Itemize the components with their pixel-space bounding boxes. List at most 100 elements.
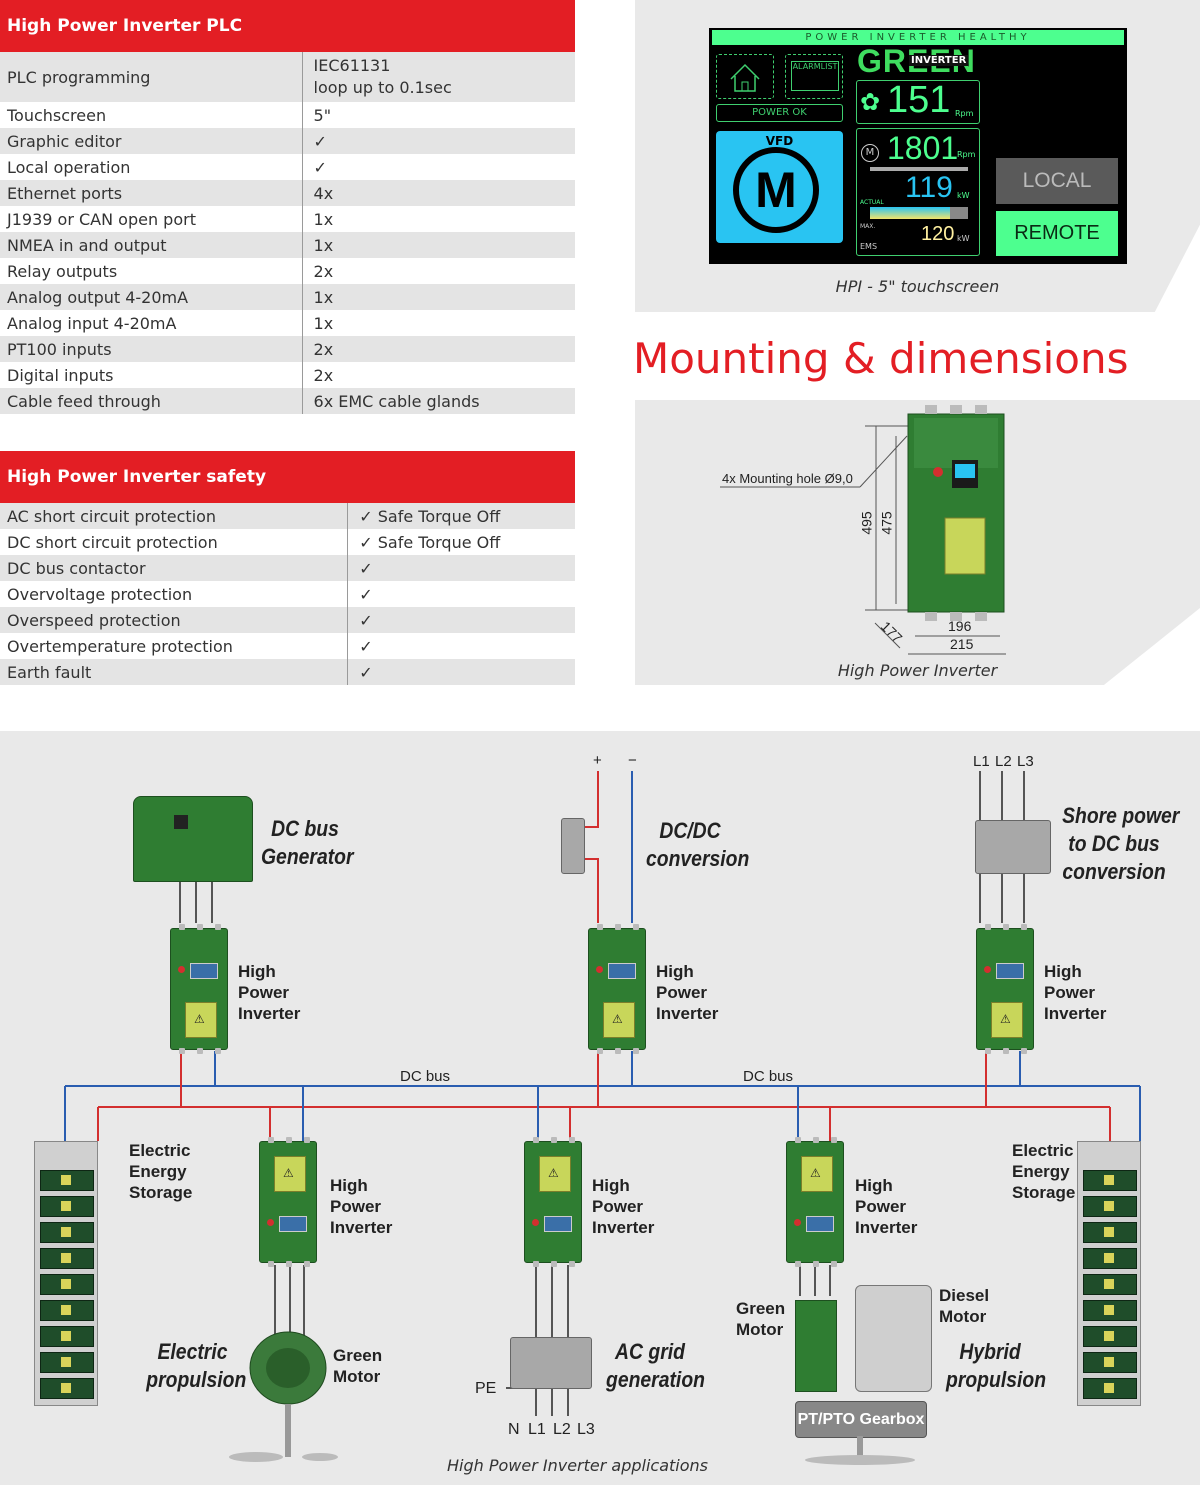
- dim-width-holes: 196: [948, 618, 972, 634]
- plc-row-label: J1939 or CAN open port: [0, 206, 303, 232]
- safety-row-label: AC short circuit protection: [0, 503, 348, 529]
- plc-row-value: 1x: [301, 232, 575, 258]
- actual-kw-value: 119: [905, 171, 953, 204]
- dim-height-holes: 475: [878, 511, 895, 535]
- remote-button[interactable]: REMOTE: [996, 211, 1118, 256]
- safety-row-label: DC bus contactor: [0, 555, 348, 581]
- power-bar: [870, 207, 968, 219]
- dcdc-plus-in: [580, 771, 599, 828]
- mounting-drawing: [720, 405, 1006, 655]
- ees-right-label: Electric Energy Storage: [1012, 1141, 1076, 1202]
- plc-row-label: Local operation: [0, 154, 303, 180]
- motor-rpm-value: 1801: [887, 130, 959, 166]
- inverter-hybrid: [786, 1137, 844, 1267]
- plc-row-label: Graphic editor: [0, 128, 303, 154]
- fan-rpm-value: 151: [887, 79, 951, 121]
- alarmlist-button[interactable]: ALARMLIST: [785, 54, 843, 99]
- motor-symbol-icon: M: [733, 147, 819, 233]
- home-icon: [730, 63, 760, 92]
- ac-grid-transformer-icon: [510, 1337, 592, 1389]
- ac-grid-title: AC grid generation: [606, 1339, 705, 1392]
- hybrid-green-motor-image: [795, 1300, 837, 1392]
- hole-leader-diag: [859, 435, 908, 488]
- plc-row-value: 5": [301, 102, 575, 128]
- plc-section-title: High Power Inverter PLC: [0, 0, 575, 52]
- fan-rpm-unit: Rpm: [955, 109, 974, 118]
- grid-l3-label: L3: [577, 1421, 595, 1438]
- shore-title: Shore power to DC bus conversion: [1062, 803, 1180, 884]
- wiring-diagram: [64, 771, 1141, 1416]
- fan-icon: ✿: [860, 88, 881, 116]
- mode-tag: INVERTER: [909, 55, 969, 66]
- inverter-dcdc: [588, 924, 646, 1054]
- plc-row-value: 2x: [301, 258, 575, 284]
- dim-height-total: 495: [858, 511, 875, 535]
- diesel-motor-label: Diesel Motor: [939, 1286, 990, 1326]
- dc-bus-generator-image: [133, 796, 253, 882]
- local-button[interactable]: LOCAL: [996, 158, 1118, 204]
- shore-transformer-icon: [975, 820, 1051, 874]
- plc-row-value: 2x: [301, 336, 575, 362]
- diesel-motor-image: [855, 1285, 932, 1392]
- applications-caption: High Power Inverter applications: [446, 1456, 708, 1475]
- gen-title: DC bus Generator: [261, 816, 354, 869]
- plc-row-label: Relay outputs: [0, 258, 303, 284]
- safety-section-title: High Power Inverter safety: [0, 451, 575, 503]
- safety-row-value: ✓: [347, 581, 575, 607]
- safety-row-label: Overvoltage protection: [0, 581, 348, 607]
- energy-storage-right: [1077, 1141, 1141, 1406]
- plc-row-value-line1: IEC61131: [313, 56, 391, 75]
- inverter-ac-grid: [524, 1137, 582, 1267]
- plc-row-value: 1x: [301, 310, 575, 336]
- hybrid-title: Hybrid propulsion: [946, 1339, 1047, 1392]
- inverter-label: High Power Inverter: [656, 962, 719, 1023]
- max-label: MAX.: [860, 223, 876, 230]
- plc-row-value: 1x: [301, 284, 575, 310]
- safety-row-value: ✓: [347, 607, 575, 633]
- plc-row-label: PT100 inputs: [0, 336, 303, 362]
- mounting-caption: High Power Inverter: [837, 661, 998, 680]
- safety-row-value: ✓: [347, 555, 575, 581]
- plc-row-label: Digital inputs: [0, 362, 303, 388]
- plc-row-value: 6x EMC cable glands: [301, 388, 575, 414]
- inverter-label: High Power Inverter: [1044, 962, 1107, 1023]
- plc-row-value: 4x: [301, 180, 575, 206]
- inverter-propulsion: [259, 1137, 317, 1267]
- power-ok-indicator: POWER OK: [716, 104, 843, 122]
- alarmlist-label: ALARMLIST: [792, 62, 838, 71]
- touchscreen-caption: HPI - 5" touchscreen: [835, 277, 1000, 296]
- safety-row-value: ✓ Safe Torque Off: [347, 503, 575, 529]
- motor-rpm-unit: Rpm: [957, 150, 976, 159]
- dim-width-total: 215: [950, 636, 974, 652]
- mounting-title: Mounting & dimensions: [633, 334, 1129, 383]
- safety-row-value: ✓ Safe Torque Off: [347, 529, 575, 555]
- pe-label: PE: [475, 1380, 497, 1397]
- dc-plus-label: +: [593, 752, 602, 769]
- plc-row-value: 1x: [301, 206, 575, 232]
- rpm-bar: [870, 167, 968, 171]
- dc-minus-label: −: [628, 752, 637, 769]
- plc-row-label: Ethernet ports: [0, 180, 303, 206]
- plc-row-label: Touchscreen: [0, 102, 303, 128]
- vfd-label: VFD: [765, 134, 794, 148]
- dim-line-depth: [874, 622, 901, 649]
- l3-label: L3: [1017, 753, 1034, 770]
- motor-stats-box: M 1801 Rpm 119 kW ACTUAL MAX. 120 kW EMS: [856, 128, 980, 256]
- energy-storage-left: [34, 1141, 98, 1406]
- touchscreen-display: POWER INVERTER HEALTHY ALARMLIST POWER O…: [709, 28, 1127, 264]
- mounting-hole-label: 4x Mounting hole Ø9,0: [722, 471, 853, 486]
- actual-kw-unit: kW: [957, 191, 970, 200]
- plc-row-value-line2: loop up to 0.1sec: [313, 78, 452, 97]
- n-label: N: [508, 1421, 520, 1438]
- home-button[interactable]: [716, 54, 774, 99]
- actual-label: ACTUAL: [860, 199, 884, 206]
- plc-row-label: NMEA in and output: [0, 232, 303, 258]
- dcdc-plus-out: [580, 858, 599, 923]
- hybrid-shaft: [857, 1436, 863, 1460]
- ees-left-label: Electric Energy Storage: [129, 1141, 193, 1202]
- safety-row-value: ✓: [347, 659, 575, 685]
- l1-label: L1: [973, 753, 990, 770]
- vfd-button[interactable]: VFD M: [716, 131, 843, 243]
- ems-label: EMS: [860, 242, 878, 251]
